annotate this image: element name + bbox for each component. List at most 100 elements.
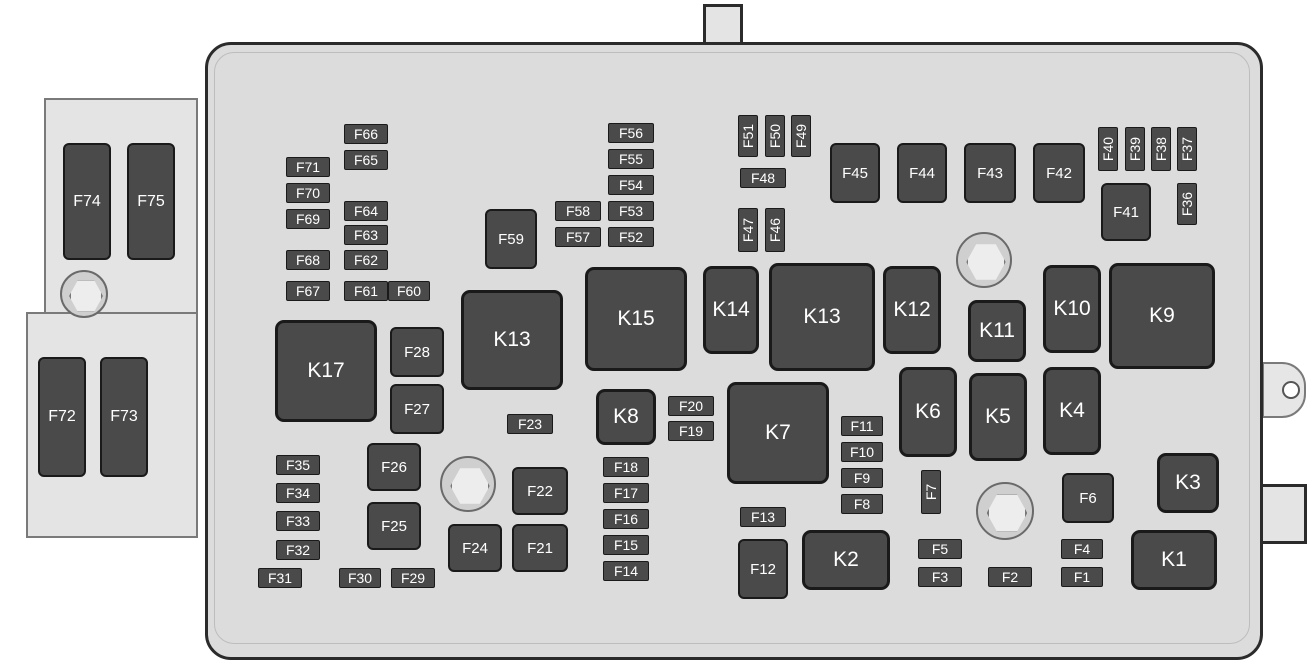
relay-K13-left[interactable]: K13 [461,290,563,390]
fuse-F31[interactable]: F31 [258,568,302,588]
top-clip [703,4,743,45]
fuse-F38[interactable]: F38 [1151,127,1171,171]
fuse-F5[interactable]: F5 [918,539,962,559]
fuse-F42[interactable]: F42 [1033,143,1085,203]
fuse-F64[interactable]: F64 [344,201,388,221]
fuse-F8[interactable]: F8 [841,494,883,514]
relay-K8[interactable]: K8 [596,389,656,445]
fuse-F43[interactable]: F43 [964,143,1016,203]
fuse-F14[interactable]: F14 [603,561,649,581]
fuse-F71[interactable]: F71 [286,157,330,177]
fuse-label: F49 [793,123,809,149]
fuse-F3[interactable]: F3 [918,567,962,587]
relay-K11[interactable]: K11 [968,300,1026,362]
fuse-F17[interactable]: F17 [603,483,649,503]
fuse-F36[interactable]: F36 [1177,183,1197,225]
fuse-F65[interactable]: F65 [344,150,388,170]
fuse-F15[interactable]: F15 [603,535,649,555]
fuse-F50[interactable]: F50 [765,115,785,157]
fuse-F54[interactable]: F54 [608,175,654,195]
relay-K13-right[interactable]: K13 [769,263,875,371]
fuse-F23[interactable]: F23 [507,414,553,434]
fuse-F20[interactable]: F20 [668,396,714,416]
fuse-F32[interactable]: F32 [276,540,320,560]
fuse-F11[interactable]: F11 [841,416,883,436]
fuse-F28[interactable]: F28 [390,327,444,377]
relay-K3[interactable]: K3 [1157,453,1219,513]
fuse-F69[interactable]: F69 [286,209,330,229]
relay-K9[interactable]: K9 [1109,263,1215,369]
fuse-F53[interactable]: F53 [608,201,654,221]
fuse-F12[interactable]: F12 [738,539,788,599]
relay-K17[interactable]: K17 [275,320,377,422]
fuse-label: F47 [740,217,756,243]
fuse-F18[interactable]: F18 [603,457,649,477]
fuse-F47[interactable]: F47 [738,208,758,252]
fuse-F56[interactable]: F56 [608,123,654,143]
fuse-F57[interactable]: F57 [555,227,601,247]
fuse-F22[interactable]: F22 [512,467,568,515]
relay-K2[interactable]: K2 [802,530,890,590]
fuse-F70[interactable]: F70 [286,183,330,203]
fuse-F16[interactable]: F16 [603,509,649,529]
fuse-F40[interactable]: F40 [1098,127,1118,171]
fuse-F75[interactable]: F75 [127,143,175,260]
fuse-label: F7 [923,483,939,501]
fuse-F6[interactable]: F6 [1062,473,1114,523]
relay-K10[interactable]: K10 [1043,265,1101,353]
fuse-F41[interactable]: F41 [1101,183,1151,241]
fuse-F9[interactable]: F9 [841,468,883,488]
fuse-F19[interactable]: F19 [668,421,714,441]
fuse-F58[interactable]: F58 [555,201,601,221]
fuse-F13[interactable]: F13 [740,507,786,527]
fuse-F49[interactable]: F49 [791,115,811,157]
relay-K5[interactable]: K5 [969,373,1027,461]
fuse-F39[interactable]: F39 [1125,127,1145,171]
relay-K14[interactable]: K14 [703,266,759,354]
fuse-F51[interactable]: F51 [738,115,758,157]
fuse-label: F36 [1179,191,1195,217]
stud-bolt-icon [956,232,1012,288]
fuse-F52[interactable]: F52 [608,227,654,247]
fuse-F1[interactable]: F1 [1061,567,1103,587]
fuse-F35[interactable]: F35 [276,455,320,475]
relay-K7[interactable]: K7 [727,382,829,484]
fuse-F7[interactable]: F7 [921,470,941,514]
fuse-F24[interactable]: F24 [448,524,502,572]
fuse-F62[interactable]: F62 [344,250,388,270]
fuse-F37[interactable]: F37 [1177,127,1197,171]
fuse-F72[interactable]: F72 [38,357,86,477]
fuse-F26[interactable]: F26 [367,443,421,491]
fuse-label: F51 [740,123,756,149]
relay-K4[interactable]: K4 [1043,367,1101,455]
fuse-F61[interactable]: F61 [344,281,388,301]
relay-K6[interactable]: K6 [899,367,957,457]
fuse-F63[interactable]: F63 [344,225,388,245]
fuse-F46[interactable]: F46 [765,208,785,252]
stud-bolt-icon [440,456,496,512]
fuse-F29[interactable]: F29 [391,568,435,588]
fuse-F73[interactable]: F73 [100,357,148,477]
fuse-F33[interactable]: F33 [276,511,320,531]
relay-K12[interactable]: K12 [883,266,941,354]
relay-K1[interactable]: K1 [1131,530,1217,590]
fuse-F25[interactable]: F25 [367,502,421,550]
relay-K15[interactable]: K15 [585,267,687,371]
fuse-F30[interactable]: F30 [339,568,381,588]
fuse-F10[interactable]: F10 [841,442,883,462]
fuse-F34[interactable]: F34 [276,483,320,503]
fuse-F55[interactable]: F55 [608,149,654,169]
fuse-F2[interactable]: F2 [988,567,1032,587]
fuse-F60[interactable]: F60 [388,281,430,301]
fuse-F4[interactable]: F4 [1061,539,1103,559]
fuse-F48[interactable]: F48 [740,168,786,188]
fuse-F59[interactable]: F59 [485,209,537,269]
fuse-F68[interactable]: F68 [286,250,330,270]
fuse-F21[interactable]: F21 [512,524,568,572]
fuse-F27[interactable]: F27 [390,384,444,434]
fuse-F66[interactable]: F66 [344,124,388,144]
fuse-F67[interactable]: F67 [286,281,330,301]
fuse-F45[interactable]: F45 [830,143,880,203]
fuse-F74[interactable]: F74 [63,143,111,260]
fuse-F44[interactable]: F44 [897,143,947,203]
